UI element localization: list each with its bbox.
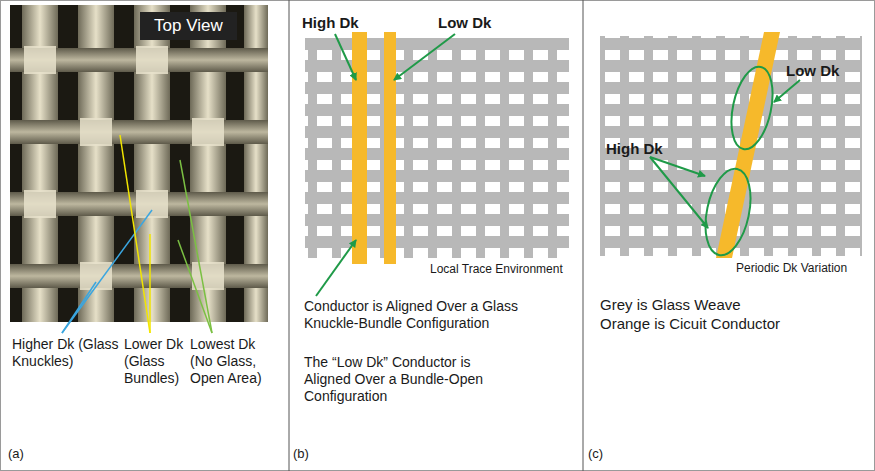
box-title: Top View [154, 16, 223, 36]
trace [716, 32, 780, 258]
panel-letter: (c) [588, 446, 603, 462]
separator [583, 0, 584, 471]
separator [289, 0, 290, 471]
trace [352, 32, 367, 264]
callout-label: High Dk [606, 140, 663, 158]
green-arrows [316, 34, 455, 296]
leader-lines [62, 135, 212, 333]
callout-label: High Dk [302, 14, 359, 32]
weave-grid [600, 32, 862, 259]
note: The “Low Dk” Conductor is Aligned Over a… [304, 354, 519, 405]
callout-label: Lower Dk (Glass Bundles) [124, 336, 188, 387]
grid-caption: Local Trace Environment [430, 262, 563, 276]
note: Conductor is Aligned Over a Glass Knuckl… [304, 298, 534, 332]
note: Orange is Cicuit Conductor [600, 315, 780, 333]
trace [384, 32, 396, 264]
callout-label: Lowest Dk (No Glass, Open Area) [190, 336, 272, 387]
weave-grid [305, 32, 569, 264]
weave-photo [10, 5, 268, 322]
callout-label: Higher Dk (Glass Knuckles) [12, 336, 130, 370]
panel-letter: (b) [293, 446, 309, 462]
callout-label: Low Dk [786, 62, 839, 80]
panel-letter: (a) [8, 446, 24, 462]
note: Grey is Glass Weave [600, 296, 741, 314]
callout-label: Low Dk [438, 14, 491, 32]
grid-caption: Periodic Dk Variation [736, 261, 847, 275]
green-arrows [650, 80, 800, 228]
caption-box: Top View [140, 12, 237, 40]
